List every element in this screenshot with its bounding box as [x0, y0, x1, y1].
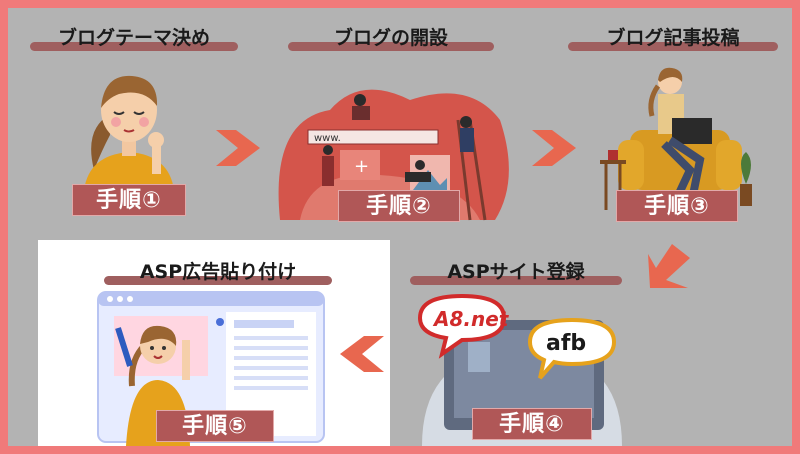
writing-woman-illustration	[600, 67, 752, 210]
step2-title: ブログの開設	[333, 27, 448, 49]
step1-title-underline	[30, 42, 238, 51]
slide-canvas: ブログテーマ決め 手順①	[8, 8, 792, 446]
step5-badge: 手順⑤	[156, 410, 274, 442]
down-left-arrow-icon	[648, 244, 690, 288]
step2-badge: 手順②	[338, 190, 460, 222]
step4-badge: 手順④	[472, 408, 592, 440]
thinking-woman-illustration	[84, 75, 174, 190]
step3-title: ブログ記事投稿	[606, 27, 740, 49]
left-arrow-icon	[340, 336, 384, 372]
afb-logo-text: afb	[546, 331, 586, 356]
step1-title: ブログテーマ決め	[57, 27, 210, 49]
step2-title-underline	[288, 42, 494, 51]
svg-text:+: +	[354, 156, 369, 177]
a8-logo-text: A8.net	[432, 307, 510, 331]
step4-title-underline	[410, 276, 622, 285]
browser-url-text: www.	[314, 133, 341, 144]
right-arrow-icon	[216, 130, 260, 166]
step5-title: ASP広告貼り付け	[139, 261, 297, 283]
step5-title-underline	[104, 276, 332, 285]
step3-badge: 手順③	[616, 190, 738, 222]
step3-title-underline	[568, 42, 778, 51]
step1-badge: 手順①	[72, 184, 186, 216]
step4-title: ASPサイト登録	[447, 261, 585, 283]
right-arrow-icon	[532, 130, 576, 166]
